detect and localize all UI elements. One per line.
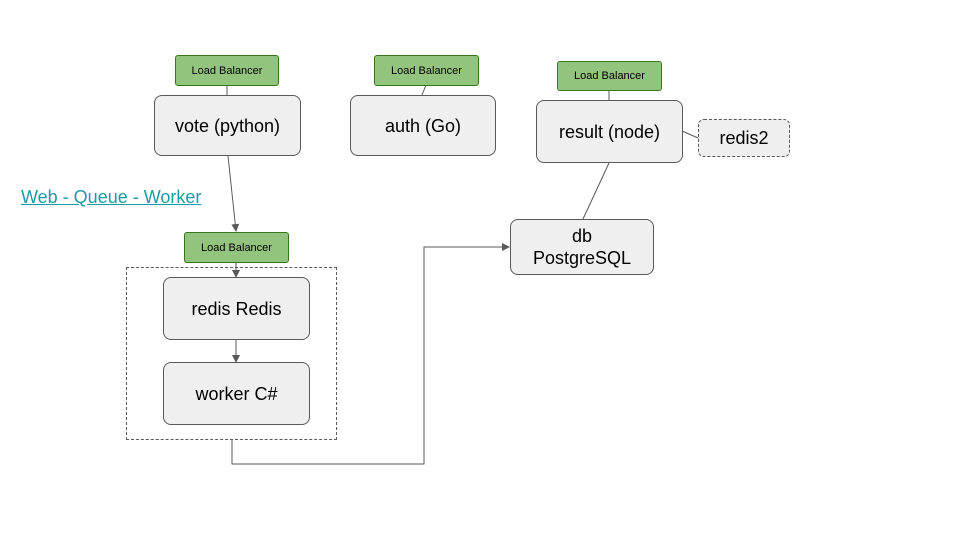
connector-result-redis2 [681, 130, 699, 139]
result-service[interactable]: result (node) [536, 100, 683, 163]
redis2-service[interactable]: redis2 [698, 119, 790, 157]
redis-service[interactable]: redis Redis [163, 277, 310, 340]
queue-worker-group [126, 267, 337, 440]
load-balancer-result[interactable]: Load Balancer [557, 61, 662, 91]
connector-lb-auth [421, 84, 427, 96]
db-postgresql-service[interactable]: db PostgreSQL [510, 219, 654, 275]
web-queue-worker-link[interactable]: Web - Queue - Worker [21, 187, 202, 207]
connector-result-db [582, 162, 610, 220]
worker-service[interactable]: worker C# [163, 362, 310, 425]
auth-service[interactable]: auth (Go) [350, 95, 496, 156]
arrow-worker-to-db [231, 243, 510, 465]
vote-service[interactable]: vote (python) [154, 95, 301, 156]
load-balancer-vote[interactable]: Load Balancer [175, 55, 279, 86]
load-balancer-auth[interactable]: Load Balancer [374, 55, 479, 86]
db-label: db [571, 226, 593, 246]
postgresql-label: PostgreSQL [532, 248, 632, 268]
load-balancer-redis[interactable]: Load Balancer [184, 232, 289, 263]
arrow-vote-to-lb [227, 155, 240, 232]
